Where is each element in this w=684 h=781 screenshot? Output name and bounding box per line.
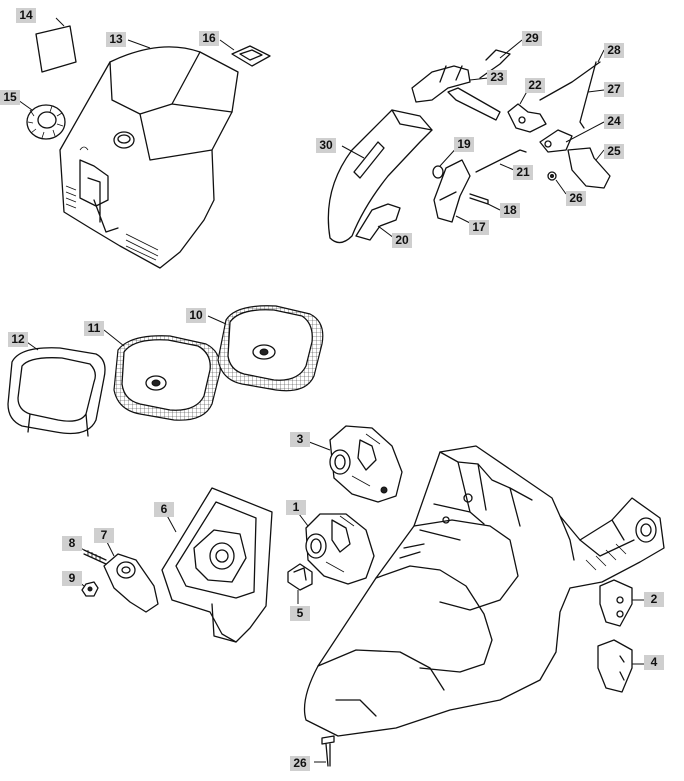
part-28-spring [539,61,601,101]
part-6-filter-base [161,487,273,643]
callout-28: 28 [604,43,624,58]
part-26-nut [547,171,557,181]
part-5-boot [287,563,313,591]
callout-26-top: 26 [566,191,586,206]
part-30-handle [327,109,433,244]
part-25-bracket [567,147,611,189]
callout-3: 3 [290,432,310,447]
part-29-rod [479,49,511,79]
callout-21: 21 [513,165,533,180]
part-13-shroud [59,46,239,269]
callout-12: 12 [8,332,28,347]
callout-9: 9 [62,571,82,586]
part-12-band [7,347,106,437]
callout-2: 2 [644,592,664,607]
callout-22: 22 [525,78,545,93]
callout-15: 15 [0,90,20,105]
callout-19: 19 [454,137,474,152]
callout-4: 4 [644,655,664,670]
callout-23: 23 [487,70,507,85]
part-21-rod [475,149,527,173]
part-24-slide [539,129,573,153]
part-8-screw [83,549,107,565]
callout-7: 7 [94,528,114,543]
part-19-ring [432,165,444,179]
part-18-pin [469,193,489,205]
part-15-knob [26,104,66,140]
callout-6: 6 [154,502,174,517]
callout-25: 25 [604,144,624,159]
part-4-block [597,639,633,693]
part-27-wire [579,61,597,129]
callout-24: 24 [604,114,624,129]
callout-30: 30 [316,138,336,153]
part-14-plate [35,25,77,73]
callout-17: 17 [469,220,489,235]
callout-20: 20 [392,233,412,248]
part-9-nut [81,581,99,597]
part-20-catch [355,203,401,241]
part-16-clip [231,45,271,67]
part-1-carburetor [305,513,375,585]
part-17-lockout [433,159,471,223]
part-3-carburetor [329,425,403,503]
callout-14: 14 [16,8,36,23]
part-23-trigger [411,65,501,121]
part-22-lever [507,103,547,133]
main-housing [303,445,665,737]
callout-11: 11 [84,321,104,336]
callout-13: 13 [106,32,126,47]
callout-27: 27 [604,82,624,97]
callout-26-bottom: 26 [290,756,310,771]
part-7-elbow [103,553,159,613]
leader-lines [17,17,644,763]
callout-18: 18 [500,203,520,218]
callout-8: 8 [62,536,82,551]
callout-5: 5 [290,606,310,621]
part-11-filter [113,335,221,421]
part-26-screw [321,735,335,767]
part-10-filter [217,305,324,392]
callout-29: 29 [522,31,542,46]
part-2-block [599,579,633,627]
callout-10: 10 [186,308,206,323]
callout-1: 1 [286,500,306,515]
callout-16: 16 [199,31,219,46]
